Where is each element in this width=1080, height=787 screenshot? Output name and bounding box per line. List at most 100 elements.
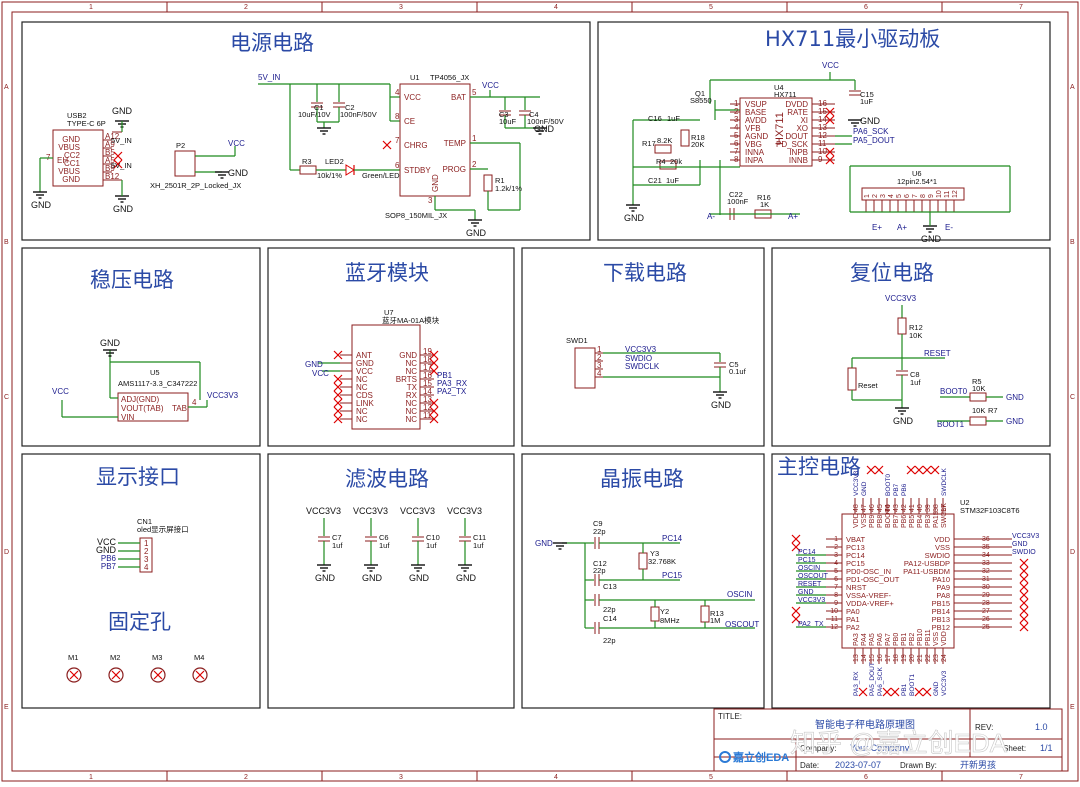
u2-net-left: RESET xyxy=(798,581,822,588)
c16-value: 1uF xyxy=(667,114,680,123)
ground-label: GND xyxy=(711,400,732,410)
swd1-ref: SWD1 xyxy=(566,336,588,345)
ground-label: GND xyxy=(31,200,52,210)
u4-pin-name: XO xyxy=(796,124,808,133)
column-marker: 5 xyxy=(709,4,713,11)
u2-pin-name: PB14 xyxy=(932,607,950,616)
u2-pin-name: PA12-USBDP xyxy=(904,559,950,568)
u4-pin-name: INNB xyxy=(789,156,808,165)
u7-pin-name: GND xyxy=(356,359,374,368)
mounting-hole-icon xyxy=(108,667,124,683)
bt-gnd: GND xyxy=(305,360,323,369)
u6-pin-number: 3 xyxy=(880,194,887,198)
u5-value: AMS1117-3.3_C347222 xyxy=(118,379,197,388)
no-connect-icon xyxy=(825,107,835,117)
hx-a-plus-2: A+ xyxy=(897,223,907,232)
no-connect-icon xyxy=(111,670,121,680)
row-marker: B xyxy=(4,239,9,246)
panel-mcu xyxy=(771,453,1051,709)
row-marker: A xyxy=(4,84,9,91)
column-marker: 3 xyxy=(399,4,403,11)
y2-value: 8MHz xyxy=(660,616,680,625)
xtal-pc15: PC15 xyxy=(662,571,683,580)
usb-5v-net-1: 5V_IN xyxy=(111,136,132,145)
u2-pin-name: VBAT xyxy=(846,535,865,544)
filter-cap-value: 1uf xyxy=(426,541,437,550)
u2-pin-number: 19 xyxy=(901,654,908,662)
u4-pin-name: BASE xyxy=(745,108,766,117)
no-connect-icon xyxy=(429,358,439,368)
no-connect-icon xyxy=(1019,606,1029,616)
cn1-pin-number: 1 xyxy=(144,539,149,548)
u2-pin-name: SWDIO xyxy=(925,551,951,560)
c12-value: 22p xyxy=(593,566,606,575)
u4-pin-name: VFB xyxy=(745,124,761,133)
no-connect-icon xyxy=(930,465,940,475)
no-connect-icon xyxy=(333,374,343,384)
u2-pin-name: NRST xyxy=(846,583,867,592)
c22-value: 100nF xyxy=(727,197,749,206)
u2-net-right: SWDIO xyxy=(1012,549,1036,556)
cn1-ref: CN1 xyxy=(137,517,152,526)
ground-label: GND xyxy=(113,204,134,214)
c14-value: 22p xyxy=(603,636,616,645)
usb-eh: EH xyxy=(57,156,68,165)
usb-pin-number: A5 xyxy=(105,156,115,165)
usb-pin-number: A9 xyxy=(105,140,115,149)
u4-pin-name: VBG xyxy=(745,140,762,149)
u6-value: 12pin2.54*1 xyxy=(897,177,937,186)
u2-pin-name: PB15 xyxy=(932,599,950,608)
u2-pin-number: 22 xyxy=(925,654,932,662)
row-marker: D xyxy=(4,549,9,556)
u2-net-left: OSCIN xyxy=(798,565,820,572)
hx-sck-net: PA6_SCK xyxy=(853,127,889,136)
u2-pin-name: VSS xyxy=(861,514,868,528)
title-block: TITLE: 智能电子秤电路原理图 Company: Your Company … xyxy=(713,708,1063,772)
r4-ref: R4 xyxy=(656,157,666,166)
cn1-net: GND xyxy=(96,545,117,555)
ground-label: GND xyxy=(100,338,121,348)
row-marker: E xyxy=(4,704,9,711)
title-reset: 复位电路 xyxy=(850,261,934,285)
u2-pin-number: 38 xyxy=(933,504,940,512)
mounting-hole-label: M3 xyxy=(152,653,162,662)
u4-pin-name: INPB xyxy=(789,148,808,157)
no-connect-icon xyxy=(890,687,900,697)
r5-ref: R5 xyxy=(972,377,982,386)
usb-5v-net-2: 5V_IN xyxy=(111,161,132,170)
u2-pin-number: 18 xyxy=(893,654,900,662)
no-connect-icon xyxy=(866,465,876,475)
cn1-net: PB7 xyxy=(101,562,117,571)
ground-label: GND xyxy=(315,573,336,583)
u6-pin-number: 6 xyxy=(904,194,911,198)
watermark: 知乎 @嘉立创EDA xyxy=(790,728,1008,758)
u2-net-left: VCC3V3 xyxy=(798,597,825,604)
r16-value: 1K xyxy=(760,200,769,209)
u4-value: HX711 xyxy=(774,90,796,99)
u2-pin-name: PC15 xyxy=(846,559,865,568)
led2-value: Green/LED xyxy=(362,171,400,180)
r12-ref: R12 xyxy=(909,323,923,332)
r16-ref: R16 xyxy=(757,193,771,202)
title-value: 智能电子秤电路原理图 xyxy=(815,718,915,731)
u4-chip-label: HX711 xyxy=(774,112,786,145)
c4-ref: C4 xyxy=(529,110,539,119)
u2-pin-name: SWCLK xyxy=(941,503,948,528)
reset-button-label: Reset xyxy=(858,381,879,390)
row-marker: A xyxy=(1070,84,1075,91)
c21-value: 1uF xyxy=(666,176,679,185)
no-connect-icon xyxy=(113,151,123,161)
u2-pin-name: PB12 xyxy=(932,623,950,632)
u2-pin-name: PB13 xyxy=(932,615,950,624)
no-connect-icon xyxy=(429,366,439,376)
r3-ref: R3 xyxy=(302,157,312,166)
u5-pin-vout: VOUT(TAB) xyxy=(121,404,164,413)
column-marker: 3 xyxy=(399,774,403,781)
ground-label: GND xyxy=(456,573,477,583)
